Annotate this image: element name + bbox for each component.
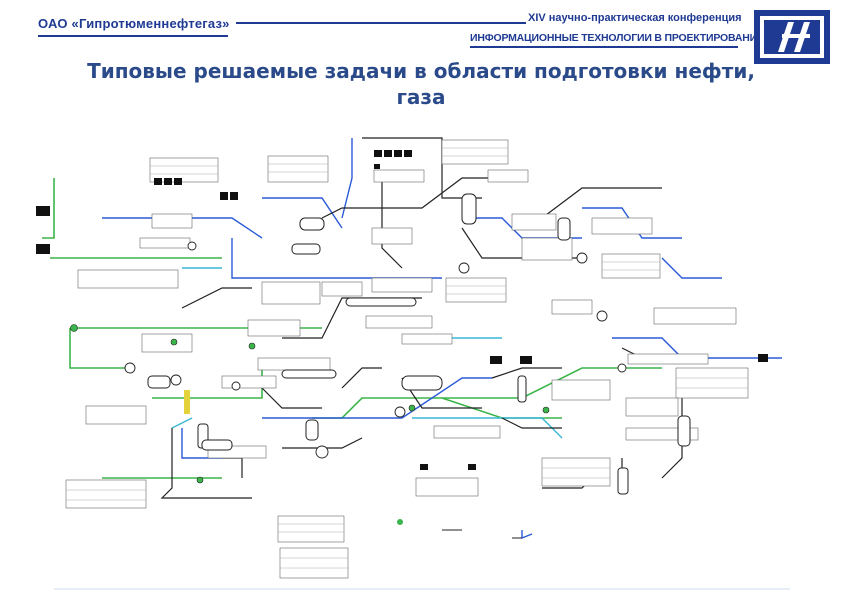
process-flow-diagram bbox=[22, 118, 814, 588]
company-name: ОАО «Гипротюменнефтегаз» bbox=[38, 16, 230, 31]
slide-title-line1: Типовые решаемые задачи в области подгот… bbox=[87, 59, 755, 83]
slide-title: Типовые решаемые задачи в области подгот… bbox=[40, 58, 802, 110]
conference-divider bbox=[236, 22, 526, 24]
diagram-frame-bottom bbox=[54, 588, 790, 590]
conference-title: XIV научно-практическая конференция bbox=[528, 12, 742, 24]
slide-title-line2: газа bbox=[396, 85, 446, 109]
conference-underline bbox=[470, 46, 738, 48]
conference-subtitle: ИНФОРМАЦИОННЫЕ ТЕХНОЛОГИИ В ПРОЕКТИРОВАН… bbox=[470, 32, 765, 44]
conference-logo bbox=[754, 10, 830, 64]
header-divider bbox=[38, 35, 228, 37]
